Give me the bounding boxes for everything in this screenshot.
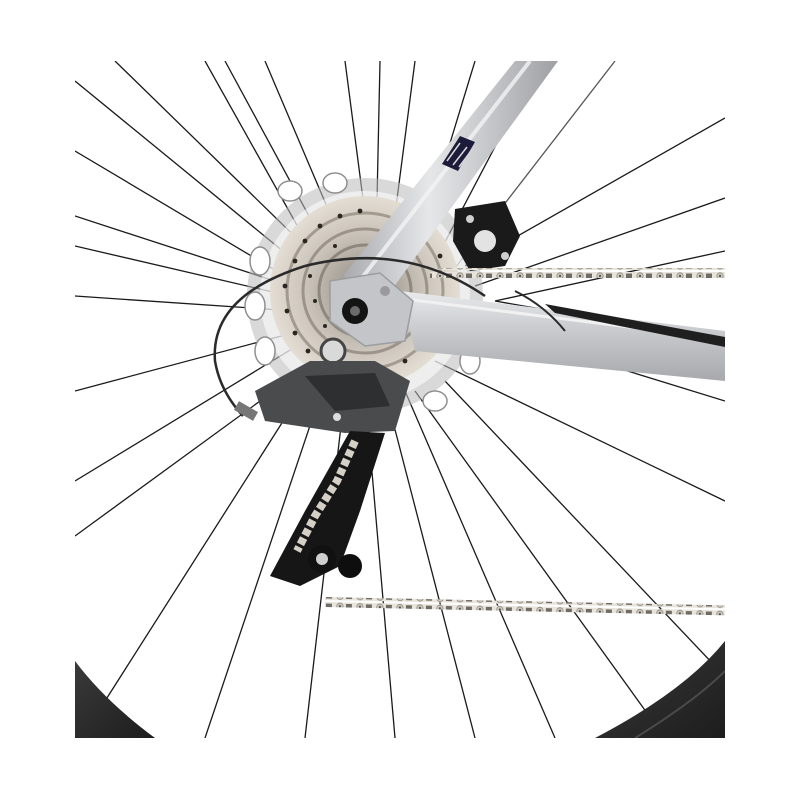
bicycle-drivetrain-photo xyxy=(75,61,725,738)
thru-axle xyxy=(342,298,368,324)
rear-derailleur xyxy=(255,337,410,586)
tire xyxy=(75,661,155,738)
brake-caliper xyxy=(453,201,520,271)
dropout xyxy=(329,272,414,347)
frame-decal xyxy=(442,136,475,171)
chain-lower xyxy=(324,597,725,616)
chainstay xyxy=(400,291,725,381)
chain-derailleur xyxy=(293,439,359,553)
shift-cable xyxy=(213,256,486,417)
chain-upper xyxy=(430,268,725,278)
seatstay xyxy=(343,61,558,299)
